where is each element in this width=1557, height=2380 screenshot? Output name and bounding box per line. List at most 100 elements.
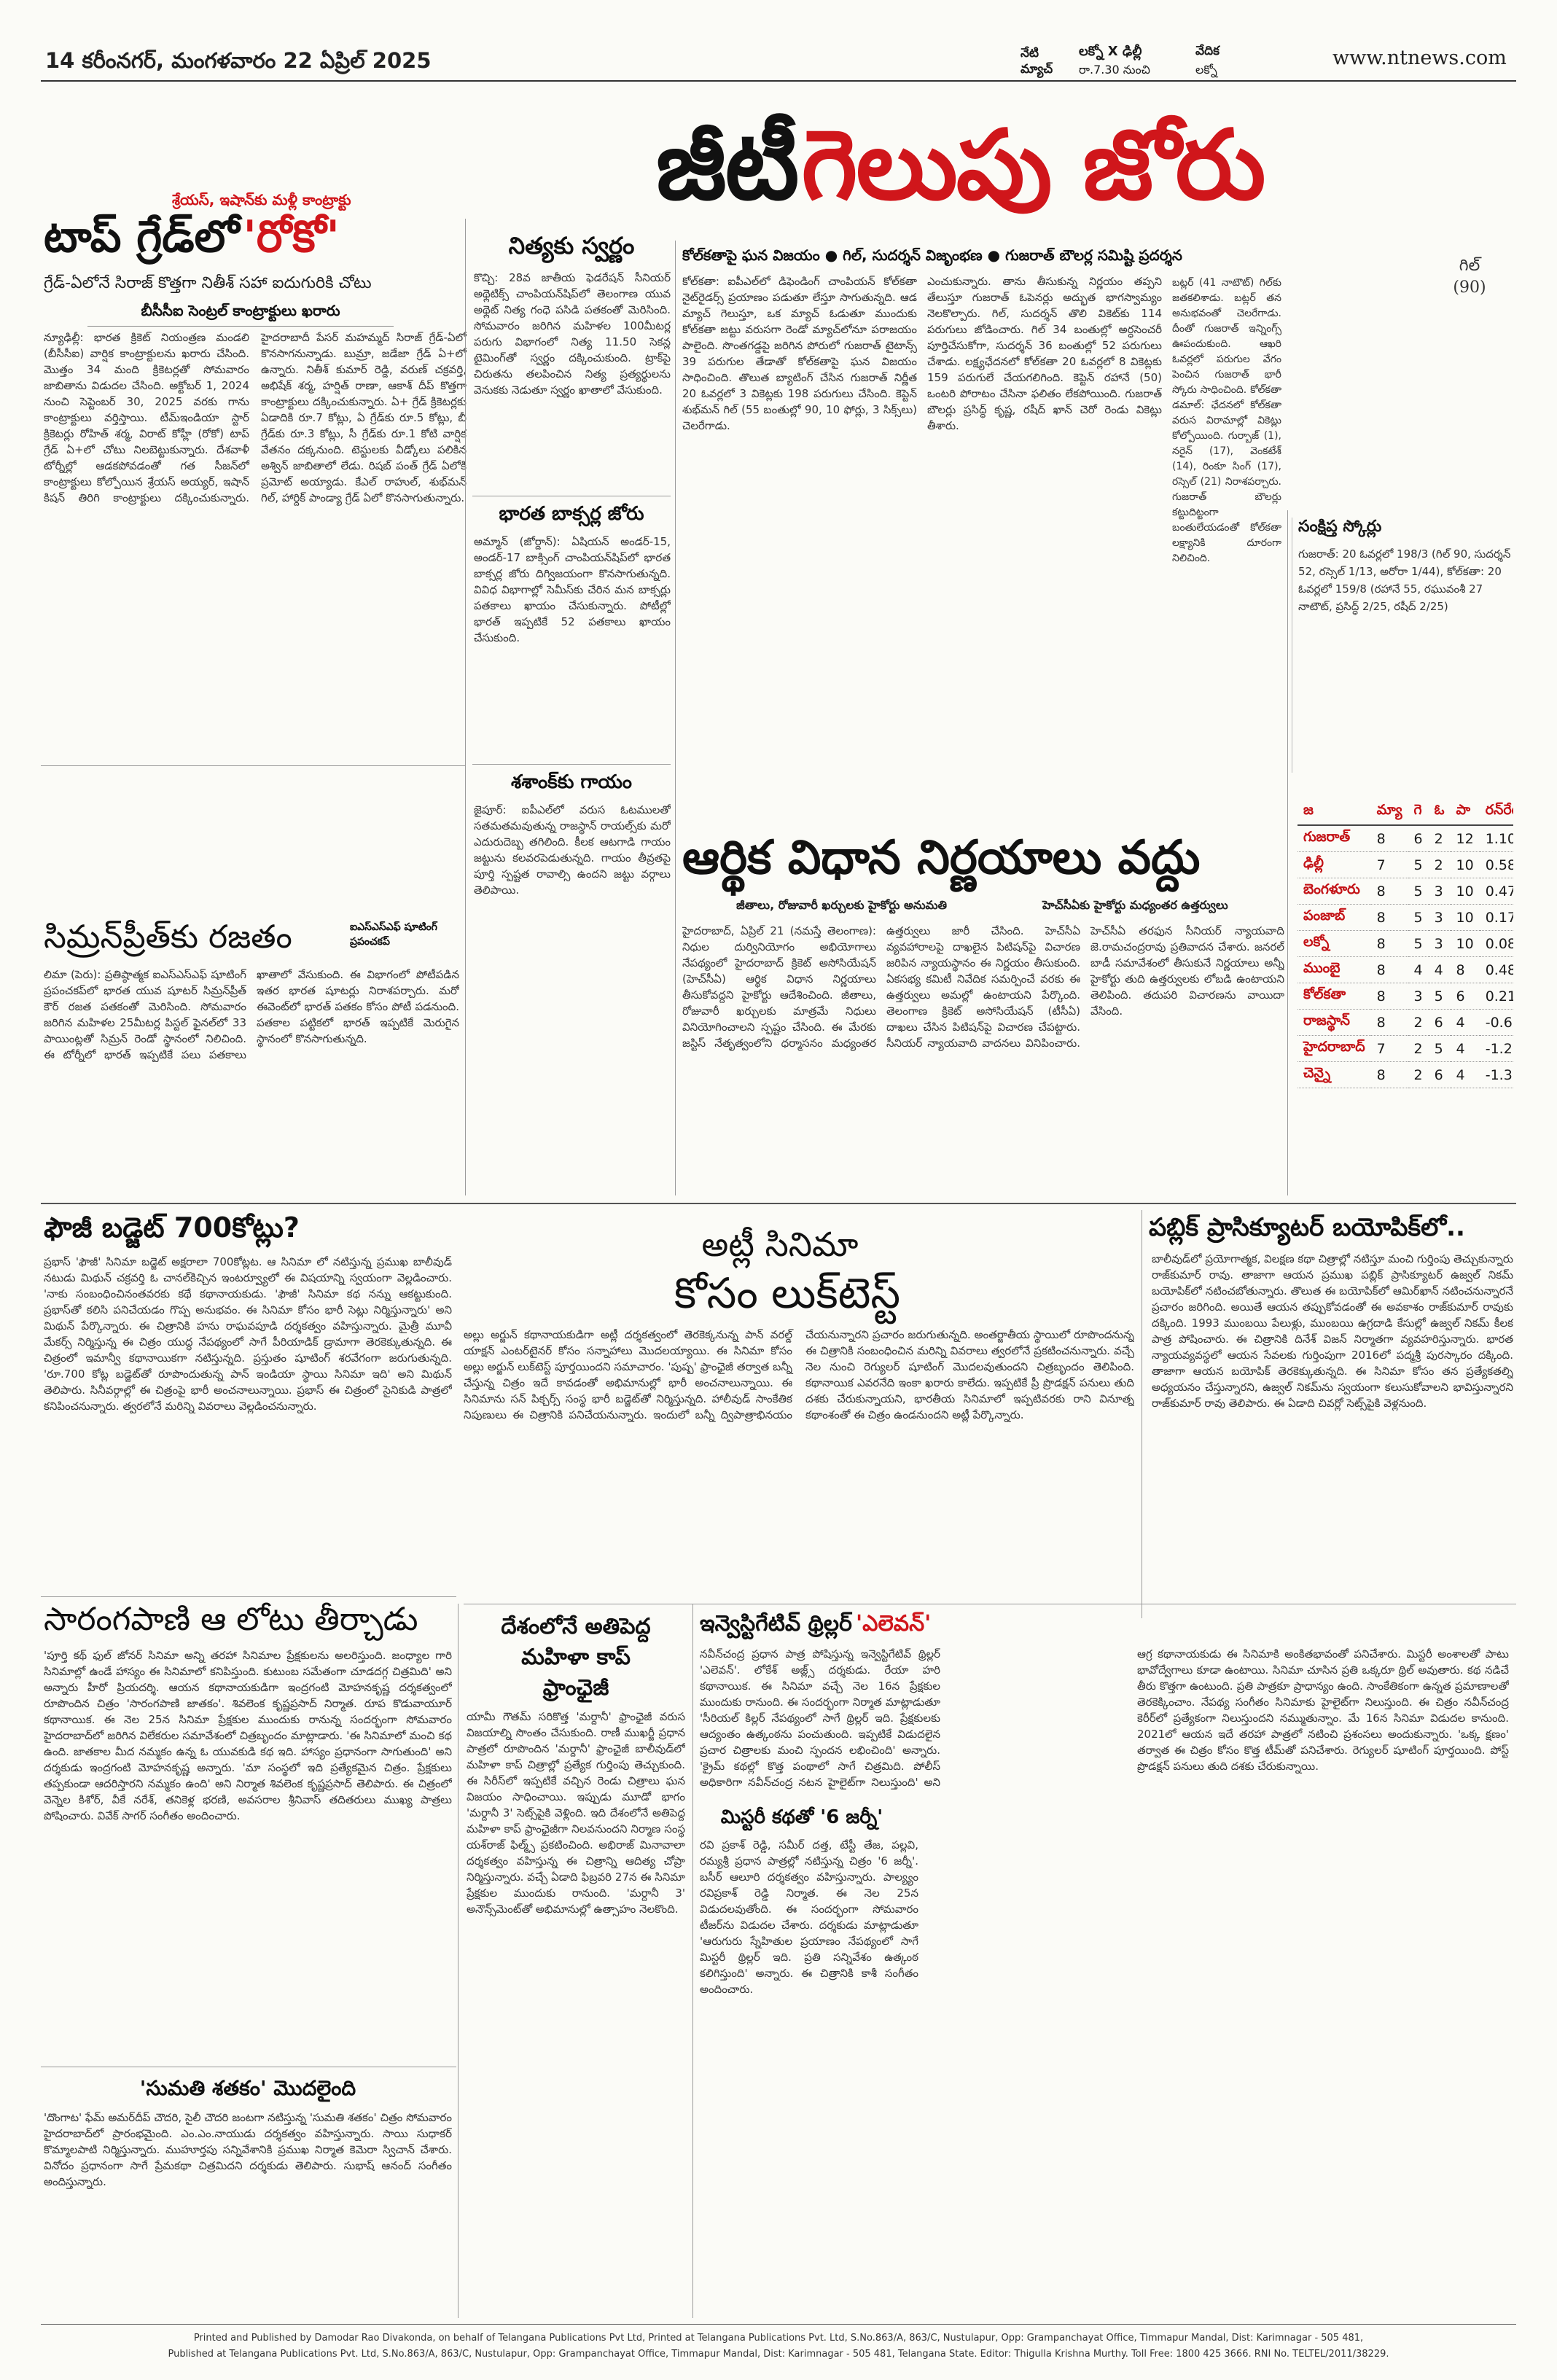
economy-sub2: హెచ్‌సీఏకు హైకోర్టు మధ్యంతర ఉత్తర్వులు: [1042, 898, 1228, 912]
points-cell: 10: [1450, 878, 1480, 905]
points-col-won: గె: [1408, 799, 1429, 826]
points-cell: 3: [1408, 983, 1429, 1010]
nitya-title: నిత్యకు స్వర్ణం: [508, 232, 635, 260]
simran-title: సిమ్రన్‌ప్రీత్‌కు రజతం: [44, 918, 292, 956]
eleven-body2: ఆగ్ర కథానాయకుడు ఈ సినిమాకి అంకితభావంతో ప…: [1137, 1647, 1509, 1773]
points-cell: 6: [1428, 1009, 1451, 1036]
atlee-body: అల్లు అర్జున్ కథానాయకుడిగా అట్లీ దర్శకత్…: [464, 1328, 1134, 1421]
rohit-title-red: 'రోకో': [243, 211, 340, 262]
points-cell: 8: [1370, 1009, 1408, 1036]
scores-title: సంక్షిప్త స్కోర్లు: [1298, 518, 1382, 536]
points-cell: 0.17: [1479, 904, 1513, 931]
main-headline: జీటీ గెలుపు జోరు: [656, 109, 1516, 248]
points-cell: 3: [1428, 930, 1451, 957]
rohit-body: న్యూఢిల్లీ: భారత క్రికెట్ నియంత్రణ మండలి…: [44, 331, 467, 504]
points-cell: 8: [1370, 983, 1408, 1010]
headline-red: గెలుపు జోరు: [801, 109, 1266, 222]
points-cell: 8: [1370, 904, 1408, 931]
website[interactable]: www.ntnews.com: [1332, 47, 1507, 69]
points-col-lost: ఓ: [1428, 799, 1451, 826]
points-cell: 6: [1428, 1061, 1451, 1088]
points-col-team: జ: [1298, 799, 1371, 826]
mahila-title-line2: మహిళా కాప్: [521, 1644, 631, 1670]
rohit-kicker: శ్రేయస్, ఇషాన్‌కు మళ్లీ కాంట్రాక్టు: [172, 191, 351, 208]
main-story-col3: బట్లర్ (41 నాటౌట్) గిల్‌కు జతకలిశాడు. బట…: [1172, 277, 1281, 564]
points-team-name: లక్నో: [1298, 930, 1371, 957]
mahila-body: యామీ గౌతమ్ సరికొత్త 'మర్దానీ' ఫ్రాంఛైజీ …: [467, 1710, 685, 1916]
economy-sub1: జీతాలు, రోజువారీ ఖర్చులకు హైకోర్టు అనుమత…: [736, 898, 948, 912]
points-cell: 10: [1450, 930, 1480, 957]
points-cell: 6: [1450, 983, 1480, 1010]
main-kicker: కోల్‌కతాపై ఘన విజయం ● గిల్, సుదర్శన్ విజ…: [682, 246, 1182, 264]
points-team-name: కోల్‌కతా: [1298, 983, 1371, 1010]
rohit-headline: టాప్ గ్రేడ్‌లో 'రోకో': [44, 211, 459, 273]
simran-body: లిమా (పెరు): ప్రతిష్ఠాత్మక ఐఎస్‌ఎస్‌ఎఫ్ …: [44, 968, 459, 1061]
points-cell: 8: [1370, 1061, 1408, 1088]
points-team-name: గుజరాత్: [1298, 825, 1371, 852]
rohit-subheadline2: బీసీసీఐ సెంట్రల్ కాంట్రాక్టులు ఖరారు: [87, 302, 394, 327]
mystery-title: మిస్టరీ కథతో '6 జర్నీ': [720, 1806, 883, 1828]
eleven-title-red: 'ఎలెవన్': [855, 1611, 932, 1636]
boxers-title: భారత బాక్సర్ల జోరు: [499, 503, 644, 525]
points-cell: 8: [1370, 878, 1408, 905]
points-team-name: రాజస్థాన్: [1298, 1009, 1371, 1036]
footer-imprint-line1: Printed and Published by Damodar Rao Div…: [193, 2333, 1364, 2344]
points-cell: 0.47: [1479, 878, 1513, 905]
eleven-body: నవీన్‌చంద్ర ప్రధాన పాత్ర పోషిస్తున్న ఇన్…: [700, 1647, 940, 1789]
eleven-title-plain: ఇన్వెస్టిగేటివ్ థ్రిల్లర్: [700, 1611, 852, 1636]
points-cell: 12: [1450, 825, 1480, 852]
points-cell: 1.10: [1479, 825, 1513, 852]
headline-black: జీటీ: [656, 109, 799, 222]
points-cell: 0.08: [1479, 930, 1513, 957]
points-team-name: పంజాబ్: [1298, 904, 1371, 931]
points-cell: 6: [1408, 825, 1429, 852]
points-cell: 2: [1408, 1061, 1429, 1088]
points-cell: 4: [1408, 956, 1429, 983]
saranga-title: సారంగపాణి ఆ లోటు తీర్చాడు: [44, 1601, 418, 1638]
atlee-title-line2: కోసం లుక్‌టెస్ట్: [674, 1268, 901, 1318]
points-cell: 5: [1408, 930, 1429, 957]
points-cell: 7: [1370, 1035, 1408, 1062]
economy-title: ఆర్థిక విధాన నిర్ణయాలు వద్దు: [682, 831, 1201, 885]
points-cell: 5: [1428, 983, 1451, 1010]
points-cell: 3: [1428, 904, 1451, 931]
points-cell: -1.21: [1479, 1035, 1513, 1062]
points-cell: 2: [1428, 825, 1451, 852]
main-story-col1: కోల్‌కతా: ఐపీఎల్‌లో డిఫెండింగ్ చాంపియన్ …: [682, 275, 917, 432]
sumati-title: 'సుమతి శతకం' మొదలైంది: [139, 2076, 356, 2100]
atlee-title-line1: అట్లీ సినిమా: [701, 1225, 859, 1264]
mahila-title-line1: దేశంలోనే అతిపెద్ద: [501, 1614, 651, 1639]
points-cell: 8: [1370, 930, 1408, 957]
points-table-grid: జ మ్యా గె ఓ పా రన్‌రేట్ గుజరాత్862121.10…: [1298, 799, 1513, 1088]
prosecutor-body: బాలీవుడ్‌లో ప్రయోగాత్మక, విలక్షణ కథా చిత…: [1152, 1252, 1513, 1410]
today-match-label: నేటి మ్యాచ్: [1021, 46, 1053, 77]
points-cell: 0.48: [1479, 956, 1513, 983]
points-cell: 0.21: [1479, 983, 1513, 1010]
photo-caption: గిల్ (90): [1453, 257, 1486, 297]
sumati-body: 'దొంగాట' ఫేమ్ అమర్‌దీప్ చౌదరి, సైలీ చౌదర…: [44, 2111, 452, 2188]
scores-text: గుజరాత్: 20 ఓవర్లలో 198/3 (గిల్ 90, సుదర…: [1298, 547, 1511, 613]
saranga-body: 'పూర్తి కథ్ ఫుల్ జోనర్ సినిమా అన్ని తరహా…: [44, 1649, 452, 1822]
rohit-subheadline: గ్రేడ్-ఏలోనే సిరాజ్ కొత్తగా నితీశ్ సహా ఐ…: [44, 274, 372, 292]
points-cell: 8: [1370, 825, 1408, 852]
prosecutor-title: పబ్లిక్ ప్రాసిక్యూటర్ బయోపిక్‌లో..: [1149, 1213, 1465, 1242]
nitya-body: కొచ్చి: 28వ జాతీయ ఫెడరేషన్ సీనియర్ అథ్లె…: [474, 271, 671, 397]
points-cell: 8: [1450, 956, 1480, 983]
points-cell: 2: [1408, 1035, 1429, 1062]
points-team-name: చెన్నై: [1298, 1061, 1371, 1088]
points-table: జ మ్యా గె ఓ పా రన్‌రేట్ గుజరాత్862121.10…: [1298, 799, 1513, 1163]
rohit-title-plain: టాప్ గ్రేడ్‌లో: [44, 211, 240, 262]
scores-box: సంక్షిప్త స్కోర్లు గుజరాత్: 20 ఓవర్లలో 1…: [1292, 518, 1517, 773]
points-cell: 2: [1408, 1009, 1429, 1036]
points-cell: 4: [1450, 1035, 1480, 1062]
points-cell: -0.63: [1479, 1009, 1513, 1036]
